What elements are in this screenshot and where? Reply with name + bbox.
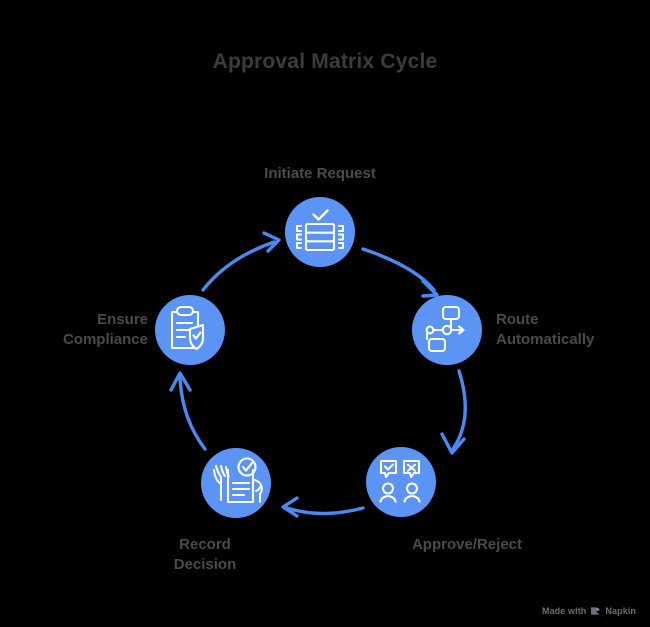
arrow-ensure-to-initiate bbox=[201, 231, 281, 292]
node-label-route-automatically: Route Automatically bbox=[496, 311, 595, 349]
node-ensure-compliance[interactable] bbox=[155, 295, 225, 365]
page-title: Approval Matrix Cycle bbox=[212, 50, 438, 73]
watermark-prefix: Made with bbox=[541, 606, 587, 616]
node-label-approve-reject: Approve/Reject bbox=[411, 536, 523, 553]
node-label-initiate-request: Initiate Request bbox=[264, 165, 376, 182]
cycle-arrows bbox=[169, 231, 467, 518]
node-circle-route-automatically[interactable] bbox=[412, 295, 482, 365]
node-route-automatically[interactable] bbox=[412, 295, 482, 365]
arrow-initiate-to-route bbox=[361, 247, 439, 298]
form-checkmark-icon bbox=[295, 209, 345, 252]
node-initiate-request[interactable] bbox=[285, 197, 355, 267]
node-record-decision[interactable] bbox=[201, 448, 271, 518]
node-approve-reject[interactable] bbox=[366, 447, 436, 517]
node-circle-approve-reject[interactable] bbox=[366, 447, 436, 517]
arrow-approve-to-record bbox=[281, 496, 365, 518]
arrow-record-to-ensure bbox=[169, 371, 207, 451]
node-label-record-decision: Record Decision bbox=[173, 536, 237, 574]
clipboard-shield-check-icon bbox=[170, 305, 205, 351]
watermark: Made with Napkin bbox=[542, 606, 636, 616]
arrow-route-to-approve bbox=[440, 369, 467, 455]
node-label-ensure-compliance: Ensure Compliance bbox=[62, 311, 148, 349]
watermark-brand: Napkin bbox=[605, 606, 636, 616]
napkin-logo-icon bbox=[591, 607, 601, 615]
people-approve-reject-icon bbox=[379, 459, 421, 503]
flowchart-route-arrow-icon bbox=[425, 305, 465, 353]
hands-document-check-icon bbox=[213, 457, 263, 504]
